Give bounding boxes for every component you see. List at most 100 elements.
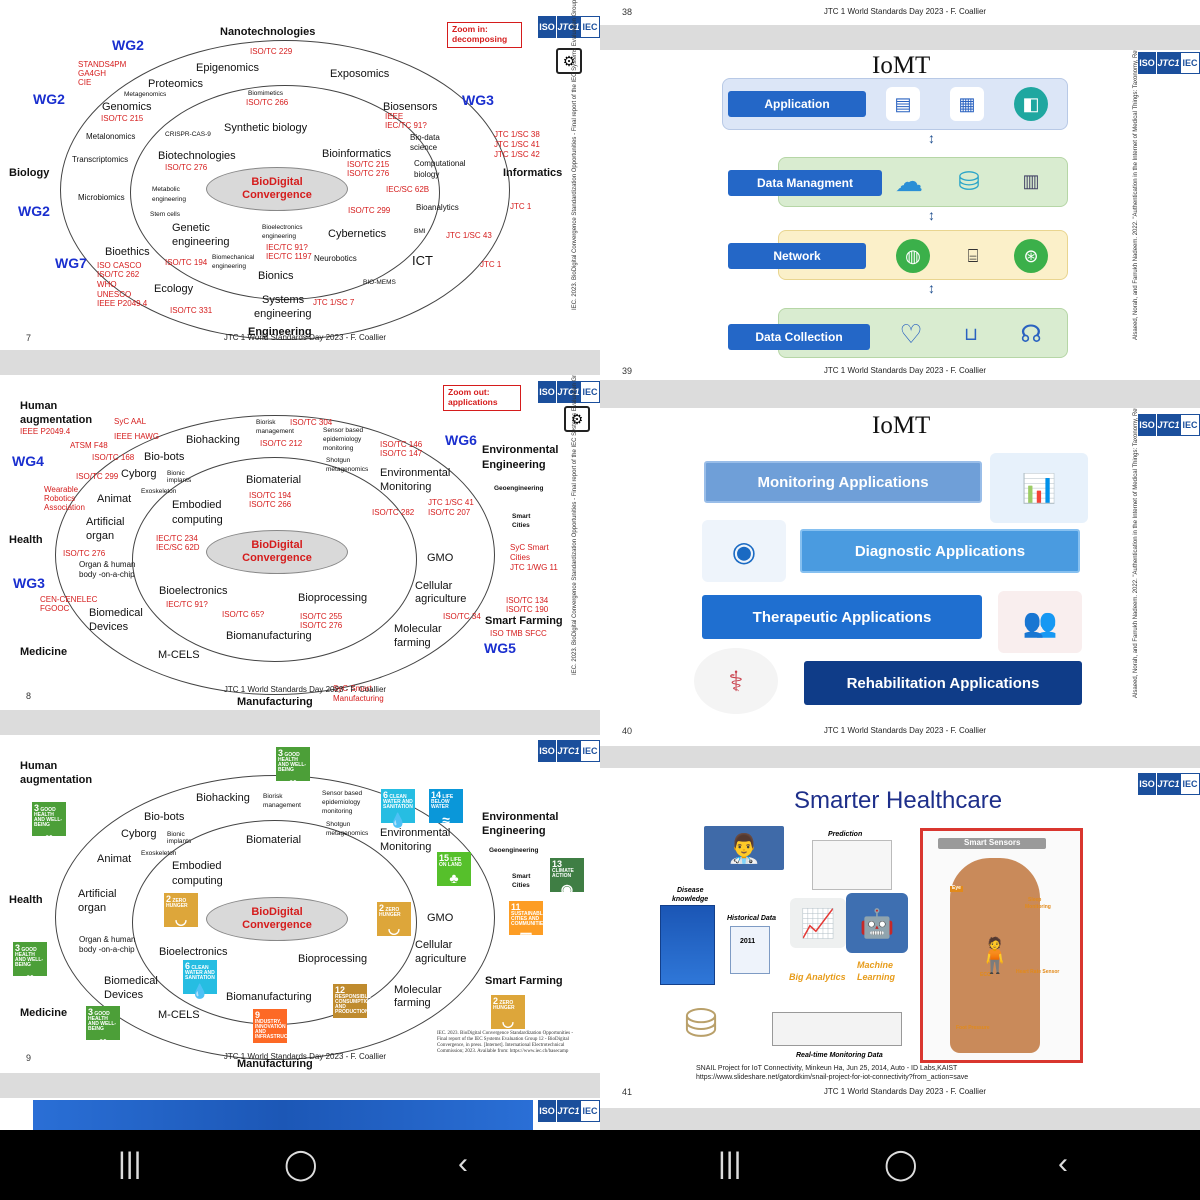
label: Manufacturing <box>237 696 313 708</box>
label: ISO/TC 304 <box>290 418 333 427</box>
label: Devices <box>89 621 129 633</box>
label: Synthetic biology <box>224 122 308 134</box>
label: CEN-CENELEC <box>40 595 98 604</box>
label: ISO/TC 266 <box>246 98 289 107</box>
slide-number: 7 <box>26 333 32 343</box>
slide-footer: JTC 1 World Standards Day 2023 - F. Coal… <box>823 1087 987 1096</box>
label: Computational <box>414 159 466 168</box>
label: Environmental <box>380 827 451 839</box>
label: ICT <box>412 253 433 268</box>
label: Medicine <box>20 1007 68 1019</box>
label: Embodied <box>172 860 222 872</box>
label: epidemiology <box>323 436 362 443</box>
label: management <box>263 802 301 809</box>
label: ISO/TC 282 <box>372 508 415 517</box>
historical-label: Historical Data <box>727 915 777 922</box>
label: ISO/TC 34 <box>443 612 481 621</box>
label: Sensor based <box>322 790 363 797</box>
label: agriculture <box>415 593 467 605</box>
label: Cyborg <box>121 468 157 480</box>
label: WHO <box>97 280 117 289</box>
home-button[interactable]: ◯ <box>884 1148 918 1181</box>
middle-ellipse <box>132 457 417 662</box>
label: monitoring <box>323 445 354 452</box>
chip-icon: ⚙ <box>556 48 582 74</box>
machine-learning-image: 🤖 <box>846 893 908 953</box>
label: Bioanalytics <box>416 203 459 212</box>
label: Embodied <box>172 499 222 511</box>
slide-number: 39 <box>622 366 633 376</box>
label: Environmental <box>482 811 559 823</box>
label: Smart Farming <box>485 615 563 627</box>
mobile-app-icon: ◧ <box>1014 87 1048 121</box>
back-button[interactable]: ‹ <box>458 1147 468 1180</box>
outer-ellipse <box>55 415 495 695</box>
sdg-6-icon: 6 CLEAN WATER AND SANITATION💧 <box>381 789 415 827</box>
label: ISO/TC 168 <box>92 453 135 462</box>
knowledge-label: knowledge <box>672 896 709 903</box>
sdg-6-icon: 6 CLEAN WATER AND SANITATION💧 <box>183 960 217 998</box>
label: ISO/TC 299 <box>76 472 119 481</box>
zoom-in-box: Zoom in:decomposing <box>447 22 522 48</box>
zoom-out-box: Zoom out:applications <box>443 385 521 411</box>
dashboard-icon: ▦ <box>950 87 984 121</box>
label: engineering <box>212 263 246 270</box>
slide-title: Smarter Healthcare <box>794 787 1003 814</box>
antenna-icon: ⊛ <box>1014 239 1048 273</box>
label: Biorisk <box>256 419 276 426</box>
sdg-14-icon: 14 LIFE BELOW WATER≈ <box>429 789 463 827</box>
outer-ellipse <box>55 775 495 1060</box>
slide-38-partial[interactable]: 38 JTC 1 World Standards Day 2023 - F. C… <box>600 0 1200 25</box>
reference-line-2: https://www.slideshare.net/gatordkim/sna… <box>696 1074 969 1081</box>
label: Biomimetics <box>248 90 284 97</box>
slide-footer: JTC 1 World Standards Day 2023 - F. Coal… <box>223 333 387 342</box>
slide-number: 38 <box>622 7 633 17</box>
sdg-15-icon: 15 LIFE ON LAND♣ <box>437 852 471 886</box>
arrow-updown: ↕ <box>928 207 935 223</box>
sdg-13-icon: 13 CLIMATE ACTION◉ <box>550 858 584 896</box>
label: Engineering <box>248 326 312 338</box>
label: engineering <box>262 233 296 240</box>
label: Bio-bots <box>144 811 185 823</box>
label: BIO-MEMS <box>363 279 396 286</box>
home-button[interactable]: ◯ <box>284 1148 318 1181</box>
recent-apps-button[interactable]: ||| <box>118 1147 142 1180</box>
label: ISO TMB SFCC <box>490 629 547 638</box>
label: IEC/TC 91? <box>385 121 427 130</box>
document-icon: ▤ <box>886 87 920 121</box>
label: Engineering <box>482 825 546 837</box>
outer-ellipse <box>60 40 510 340</box>
label: ATSM F48 <box>70 441 108 450</box>
label: Animat <box>97 493 132 505</box>
label: SyC AAL <box>114 417 147 426</box>
label: Bioethics <box>105 246 150 258</box>
label: CIE <box>78 78 92 87</box>
label: Systems <box>262 294 305 306</box>
label: Wearable <box>44 485 79 494</box>
sdg-12-icon: 12 RESPONSIBLE CONSUMPTION AND PRODUCTIO… <box>333 984 373 1033</box>
back-button[interactable]: ‹ <box>1058 1147 1068 1180</box>
label: IEC/TC 234 <box>156 534 198 543</box>
brain-icon: ☊ <box>1020 320 1042 348</box>
recent-apps-button[interactable]: ||| <box>718 1147 742 1180</box>
label: Health <box>9 894 43 906</box>
slide-number: 40 <box>622 726 633 736</box>
heart-rate-icon: ♡ <box>899 318 923 349</box>
label: ISO/TC 276 <box>300 621 343 630</box>
wg-label: WG7 <box>55 255 87 271</box>
disease-label: Disease <box>677 887 704 894</box>
slide-footer: JTC 1 World Standards Day 2023 - F. Coal… <box>223 1052 387 1061</box>
label: ISO/TC 65? <box>222 610 265 619</box>
label: JTC 1/WG 11 <box>510 563 558 572</box>
label: Medicine <box>20 646 68 658</box>
label: Robotics <box>44 494 76 503</box>
